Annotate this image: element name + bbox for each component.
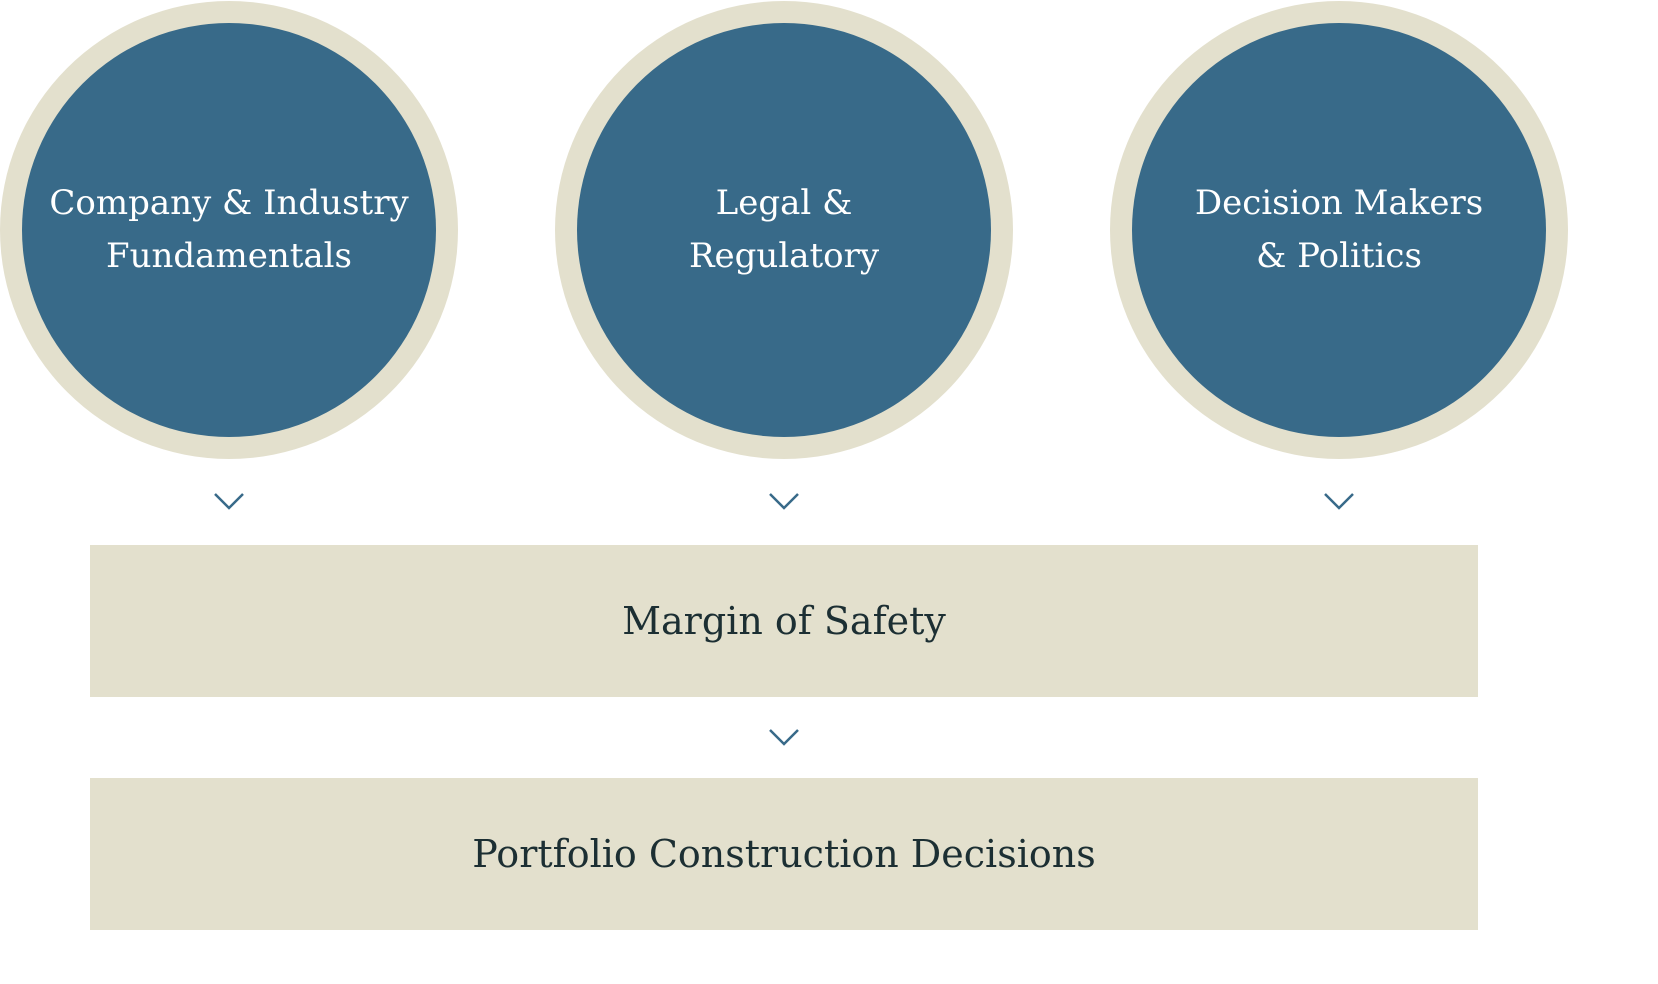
circle-label: Decision Makers & Politics (1195, 177, 1483, 283)
chevron-down-icon (212, 491, 246, 511)
circle-label-line-2: Regulatory (688, 236, 880, 276)
circle-inner: Company & Industry Fundamentals (22, 23, 436, 437)
chevron-down-icon (767, 491, 801, 511)
circle-decision-makers-politics: Decision Makers & Politics (1110, 1, 1568, 459)
circle-label-line-2: & Politics (1256, 236, 1422, 276)
circle-label-line-1: Decision Makers (1194, 183, 1484, 223)
margin-of-safety-label: Margin of Safety (622, 599, 946, 643)
portfolio-construction-decisions-label: Portfolio Construction Decisions (472, 832, 1096, 876)
chevron-down-icon (767, 727, 801, 747)
circle-inner: Legal & Regulatory (577, 23, 991, 437)
circle-legal-regulatory: Legal & Regulatory (555, 1, 1013, 459)
circle-label: Legal & Regulatory (689, 177, 879, 283)
circle-inner: Decision Makers & Politics (1132, 23, 1546, 437)
circle-label-line-1: Legal & (715, 183, 853, 223)
chevron-down-icon (1322, 491, 1356, 511)
circle-label: Company & Industry Fundamentals (49, 177, 408, 283)
circle-label-line-1: Company & Industry (49, 183, 409, 223)
circle-label-line-2: Fundamentals (106, 236, 352, 276)
portfolio-construction-decisions-box: Portfolio Construction Decisions (90, 778, 1478, 930)
margin-of-safety-box: Margin of Safety (90, 545, 1478, 697)
circle-company-industry-fundamentals: Company & Industry Fundamentals (0, 1, 458, 459)
